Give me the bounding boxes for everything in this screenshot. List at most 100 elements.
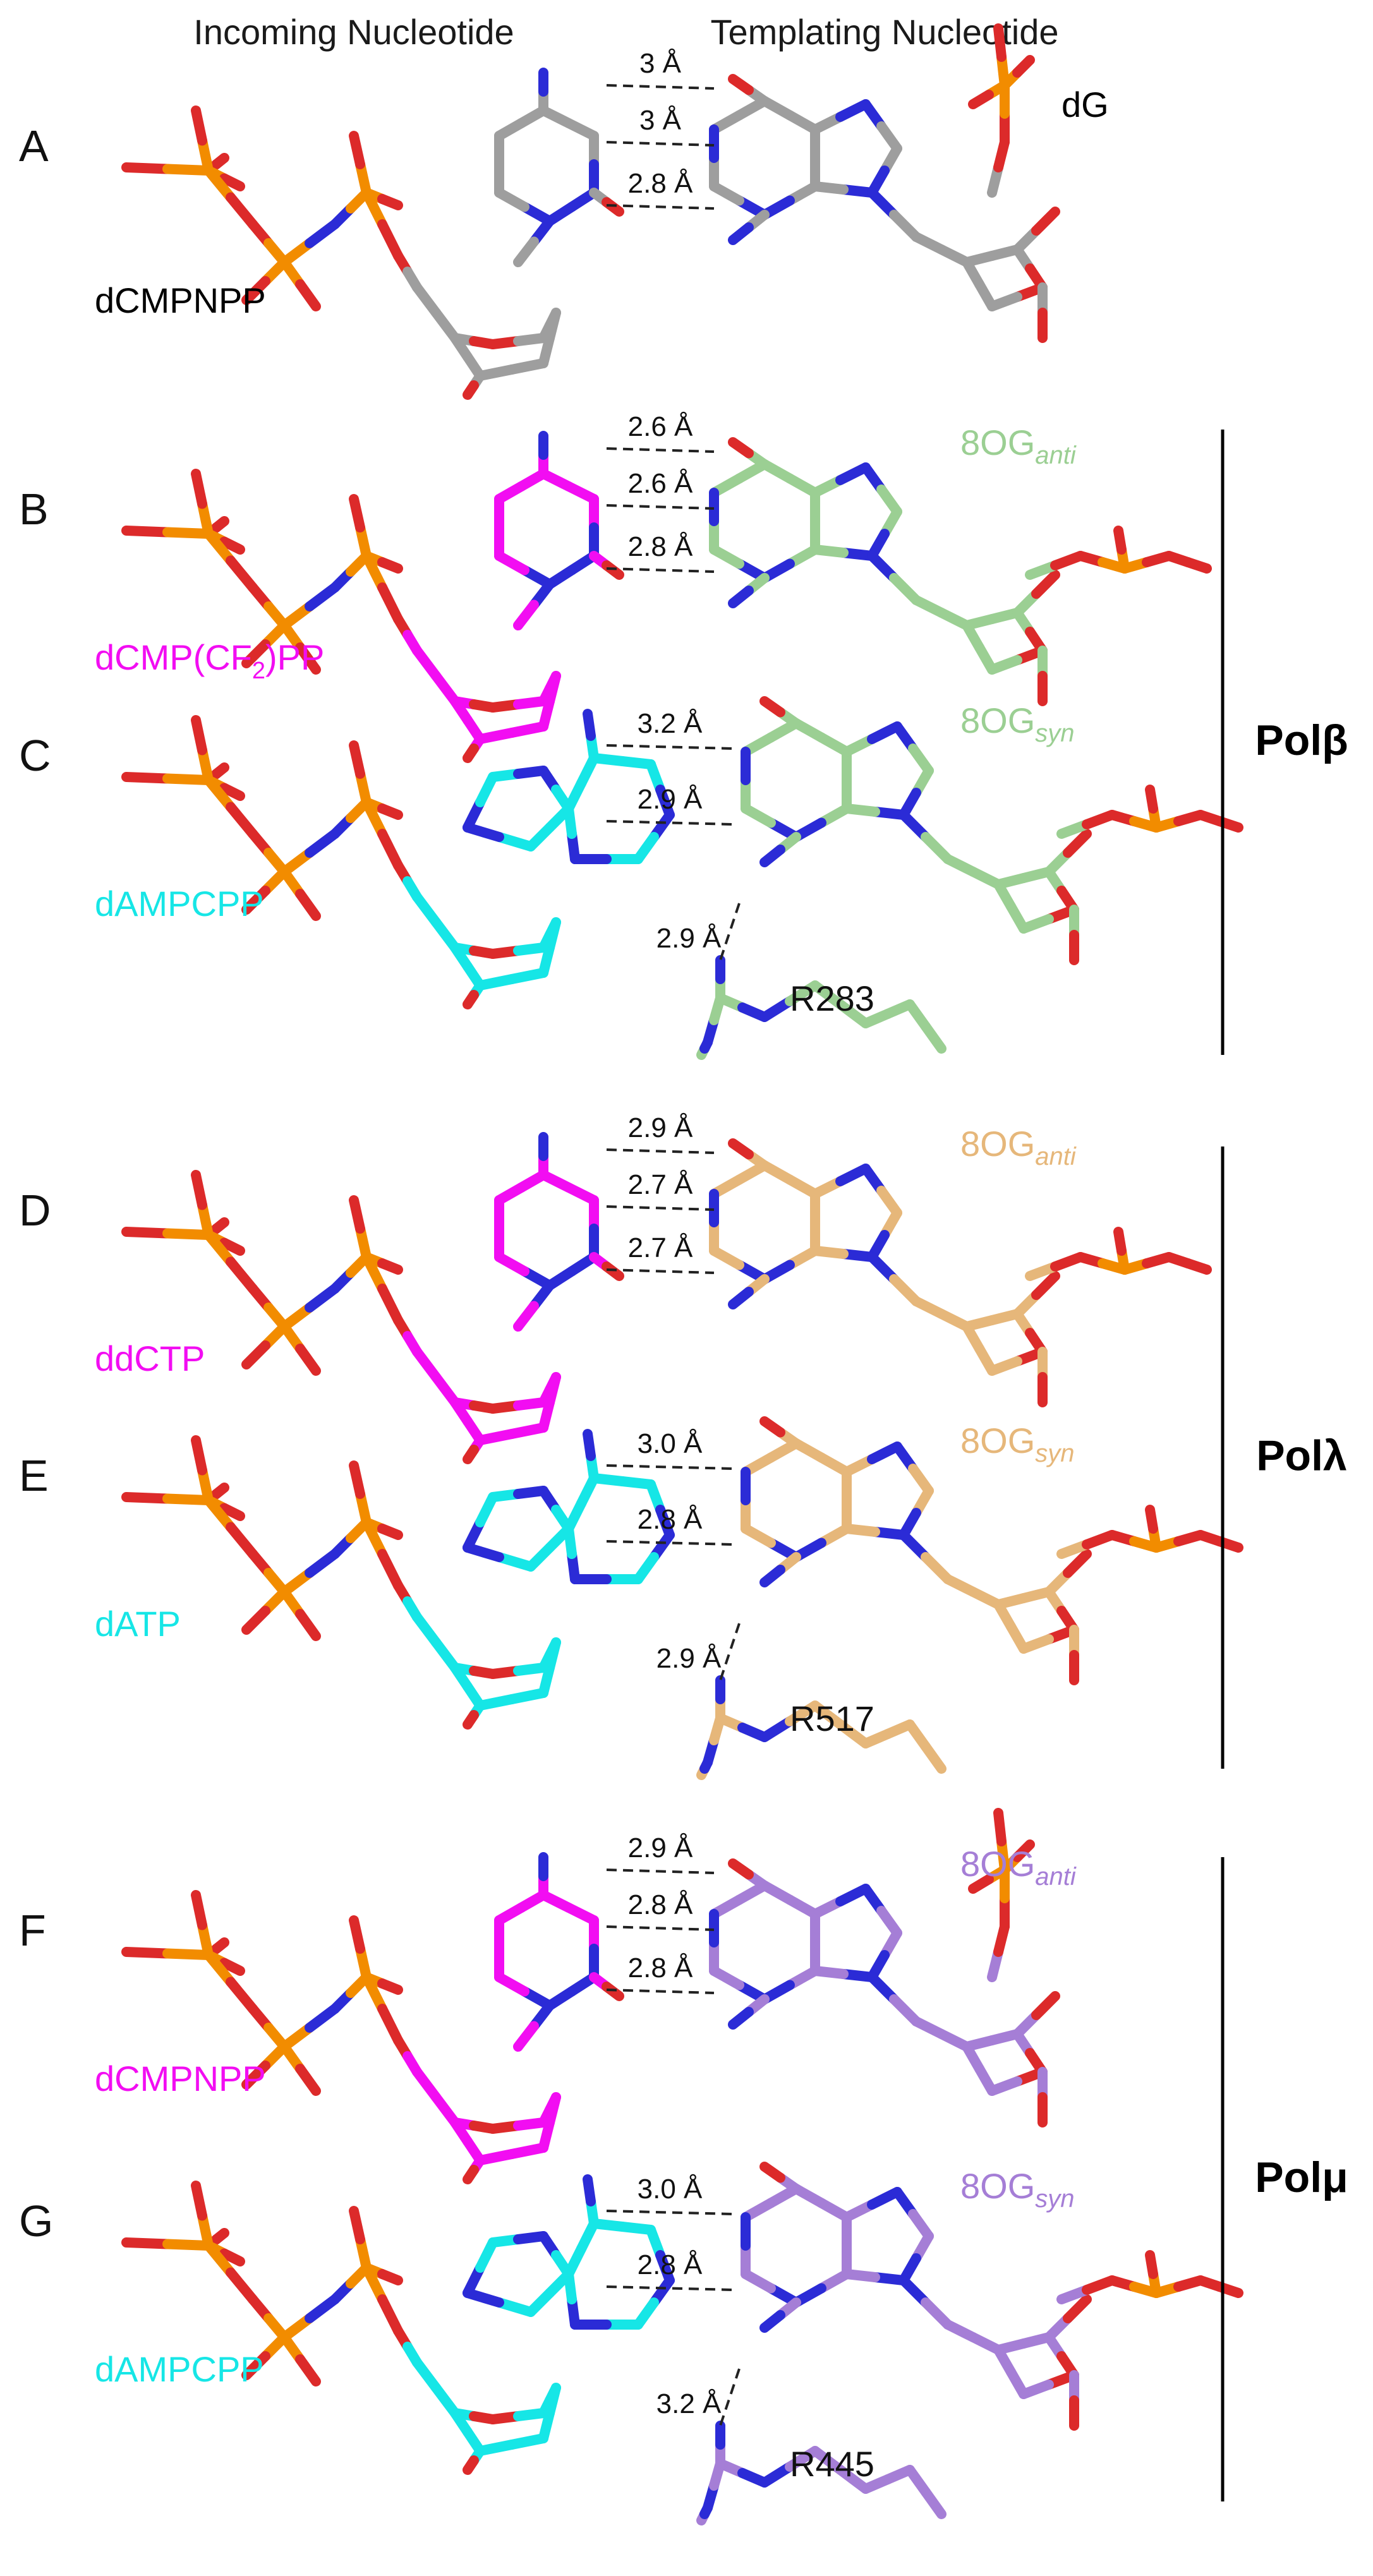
phosphate-bond: [305, 582, 340, 611]
amino-bond: [759, 2310, 785, 2333]
header-incoming: Incoming Nucleotide: [193, 12, 514, 52]
panel-letter: F: [19, 1906, 46, 1955]
glycosidic-bond: [921, 832, 953, 864]
template-label: 8OGanti: [960, 1844, 1077, 1891]
base-ring-bond: [494, 832, 536, 852]
group-3: Polμ: [1221, 1857, 1348, 2501]
arginine-bond: [699, 1037, 713, 1054]
phosphate-bond: [361, 797, 387, 839]
phosphate-bond: [226, 802, 258, 839]
base-ring-bond: [810, 545, 849, 558]
hbond-line: [606, 1268, 715, 1274]
template-phosphate-bond: [1183, 1258, 1212, 1275]
phosphate-bond: [377, 582, 403, 624]
phosphate-bond: [279, 1303, 315, 1332]
phosphate-bond: [162, 2239, 214, 2251]
phosphate-bond: [349, 131, 365, 169]
phosphate-bond: [211, 1483, 229, 1499]
sugar-bond: [475, 2440, 517, 2456]
phosphate-bond: [377, 2004, 403, 2045]
base-ring-bond: [494, 551, 529, 575]
glycosidic-bond: [513, 599, 539, 630]
phosphate-bond: [295, 2064, 321, 2096]
phosphate-bond: [211, 2228, 229, 2244]
template-label: 8OGsyn: [960, 2166, 1075, 2213]
phosphate-bond: [162, 527, 214, 539]
template-label-subscript: anti: [1035, 1863, 1077, 1891]
phosphate-bond: [191, 2181, 207, 2221]
phosphate-bond: [377, 1978, 403, 1995]
phosphate-bond: [241, 2351, 270, 2380]
sugar-bond: [545, 2383, 561, 2418]
carbonyl-bond: [759, 1416, 785, 1438]
phosphate-bond: [226, 1256, 258, 1294]
phosphate-bond: [121, 772, 172, 784]
panel-letter: C: [19, 731, 51, 780]
phosphate-bond: [349, 1460, 365, 1499]
glycosidic-bond: [921, 2297, 953, 2330]
phosphate-bond: [279, 2313, 315, 2342]
distance-label: 2.8 Å: [638, 1504, 703, 1535]
sugar-bond: [463, 1710, 479, 1730]
phosphate-bond: [241, 886, 270, 915]
phosphate-bond: [279, 848, 315, 877]
arginine-bond: [699, 2503, 713, 2519]
distance-label: 2.6 Å: [628, 411, 693, 442]
base-ring-bond: [810, 181, 849, 195]
arginine-bond: [810, 1700, 845, 1730]
sugar-bond: [412, 282, 441, 318]
base-ring-bond: [463, 822, 504, 842]
sugar-bond: [545, 917, 561, 953]
distance-label: 2.8 Å: [628, 531, 693, 562]
phosphate-bond: [241, 2061, 270, 2090]
phosphate-bond: [121, 1492, 172, 1504]
sugar-bond: [431, 2383, 460, 2418]
arg-distance-label: 2.9 Å: [656, 1643, 722, 1674]
phosphate-bond: [295, 1609, 321, 1641]
phosphate-bond: [211, 762, 229, 779]
phosphate-bond: [197, 498, 214, 539]
sugar-bond: [412, 646, 441, 681]
sugar-bond: [507, 968, 548, 984]
phosphate-bond: [279, 2023, 315, 2052]
incoming-label: ddCTP: [95, 1339, 205, 1378]
glycosidic-bond: [889, 573, 921, 605]
phosphate-bond: [305, 2004, 340, 2033]
carbonyl-bond: [602, 560, 624, 580]
phosphate-bond: [241, 639, 270, 668]
template-sugar-bond: [962, 257, 984, 289]
sugar-bond: [463, 2455, 479, 2475]
hbond-line: [606, 1989, 715, 1994]
phosphate-bond: [191, 469, 207, 509]
glycosidic-bond: [889, 210, 921, 242]
phosphate-bond: [191, 715, 207, 755]
incoming-label: dAMPCPP: [95, 2349, 264, 2389]
phosphate-bond: [219, 2248, 245, 2266]
sugar-bond: [475, 974, 517, 990]
hbond-line: [606, 504, 715, 510]
phosphate-bond: [295, 642, 321, 675]
base-ring-bond: [494, 1972, 529, 1997]
phosphate-bond: [377, 2269, 403, 2285]
hbond-line: [719, 2368, 741, 2426]
glycosidic-bond: [867, 188, 899, 220]
template-label: 8OGanti: [960, 423, 1077, 469]
phosphate-bond: [349, 1915, 365, 1954]
hbond-line: [606, 1205, 715, 1211]
phosphate-bond: [203, 1495, 236, 1532]
phosphate-bond: [349, 494, 365, 533]
phosphate-bond: [361, 1517, 387, 1559]
amino-bond: [728, 222, 754, 245]
amino-bond: [728, 2007, 754, 2030]
phosphate-bond: [203, 166, 236, 203]
distance-label: 2.7 Å: [628, 1232, 693, 1263]
hbond-line: [719, 903, 741, 961]
template-label-subscript: syn: [1035, 719, 1074, 747]
arginine-label: R445: [790, 2444, 874, 2484]
template-sugar-bond: [962, 2042, 984, 2074]
phosphate-bond: [121, 526, 172, 538]
phosphate-bond: [162, 773, 214, 785]
incoming-label: dAMPCPP: [95, 884, 264, 924]
